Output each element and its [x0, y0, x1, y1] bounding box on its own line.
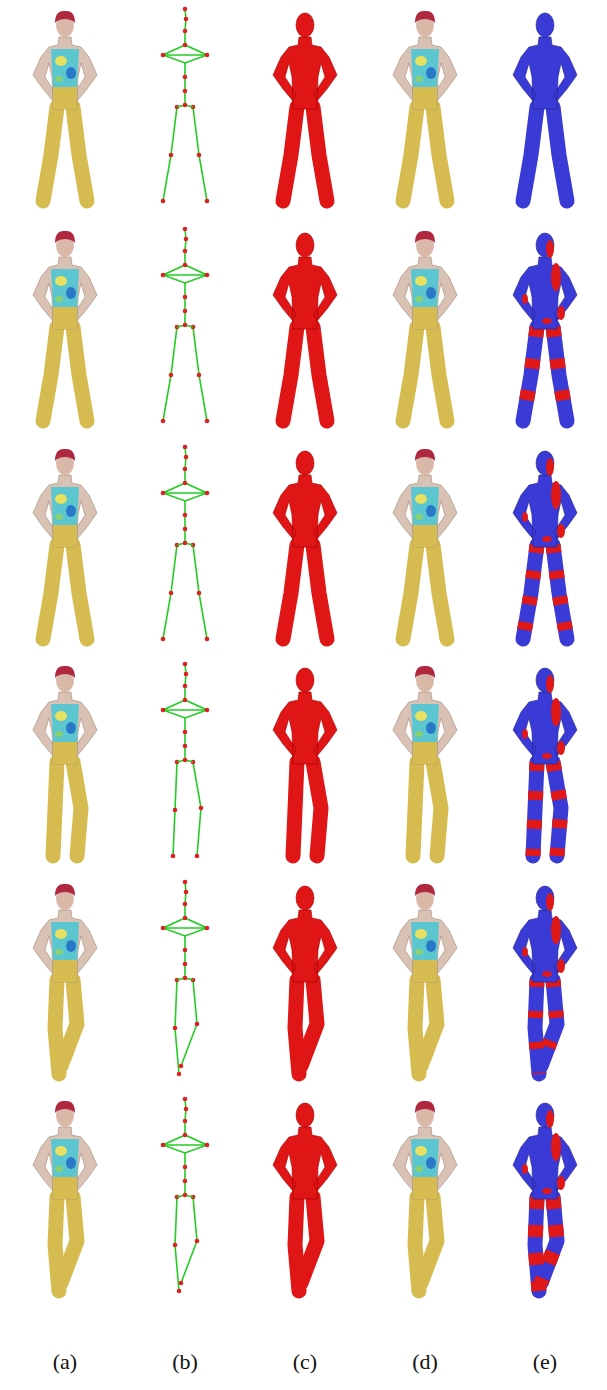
red-mesh — [273, 451, 337, 639]
skeleton — [161, 1099, 210, 1291]
panel-label: (b) — [125, 1348, 245, 1376]
textured-figure — [33, 884, 97, 1074]
textured-figure — [393, 1101, 457, 1291]
panel-label: (a) — [5, 1348, 125, 1376]
textured-figure — [33, 449, 97, 639]
textured-figure — [393, 666, 457, 856]
skeleton — [161, 882, 210, 1074]
red-mesh — [273, 1103, 337, 1291]
red-mesh — [273, 13, 337, 201]
red-mesh — [273, 668, 337, 856]
skeleton — [161, 447, 210, 639]
skeleton — [161, 229, 210, 421]
panel-label: (d) — [365, 1348, 485, 1376]
panel-label: (c) — [245, 1348, 365, 1376]
panel-label: (e) — [485, 1348, 605, 1376]
blue-mesh — [513, 233, 577, 421]
blue-mesh — [513, 13, 577, 201]
textured-figure — [393, 449, 457, 639]
textured-figure — [33, 231, 97, 421]
skeleton — [161, 664, 210, 856]
textured-figure — [393, 231, 457, 421]
textured-figure — [33, 1101, 97, 1291]
blue-mesh — [513, 1103, 577, 1291]
blue-mesh — [513, 668, 577, 856]
red-mesh — [273, 886, 337, 1074]
textured-figure — [33, 11, 97, 201]
blue-mesh — [513, 886, 577, 1074]
label-row: (a)(b)(c)(d)(e) — [5, 1348, 605, 1376]
skeleton — [161, 9, 210, 201]
blue-mesh — [513, 451, 577, 639]
textured-figure — [33, 666, 97, 856]
red-mesh — [273, 233, 337, 421]
textured-figure — [393, 884, 457, 1074]
textured-figure — [393, 11, 457, 201]
